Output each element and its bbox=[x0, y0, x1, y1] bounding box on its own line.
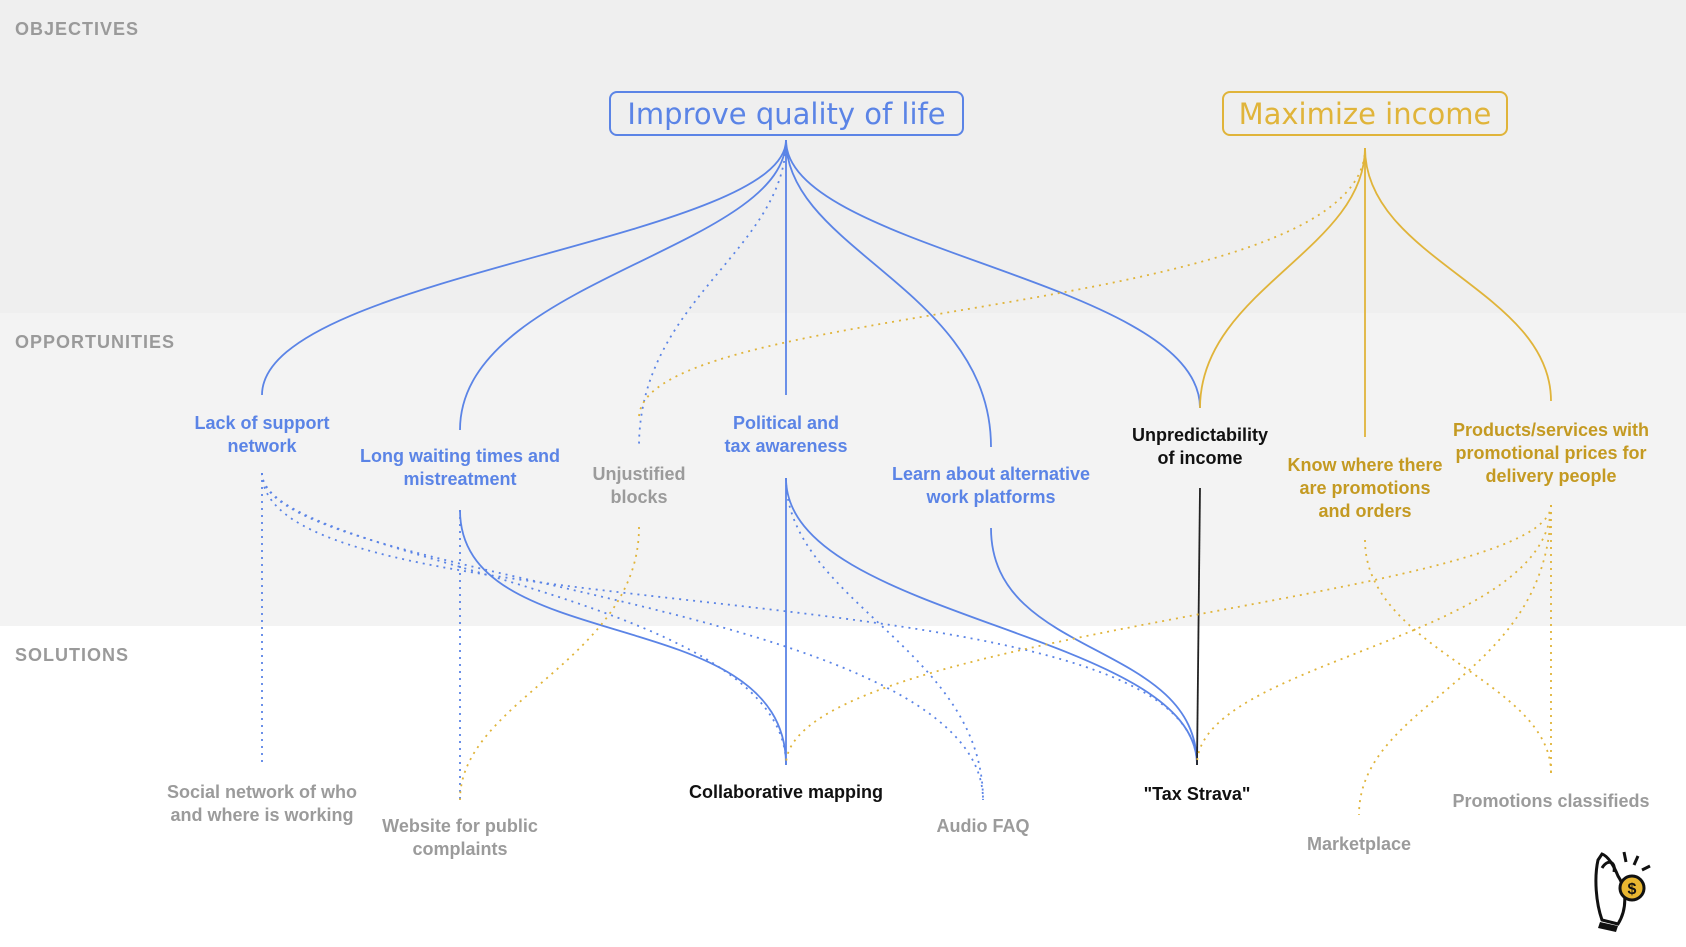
section-label-opportunities: OPPORTUNITIES bbox=[15, 332, 176, 352]
objective-improve-quality-of-life[interactable]: Improve quality of life bbox=[609, 91, 964, 136]
section-label-objectives: OBJECTIVES bbox=[15, 19, 140, 39]
link-waiting-mapping bbox=[459, 509, 787, 766]
section-label-solutions: SOLUTIONS bbox=[15, 645, 130, 665]
solutions-band bbox=[0, 626, 1686, 947]
quality-dotted-links bbox=[638, 139, 787, 448]
solution-audio-faq[interactable]: Audio FAQ bbox=[936, 816, 1030, 836]
opportunity-unjustified-blocks[interactable]: Unjustified blocks bbox=[592, 464, 686, 507]
link-quality-support bbox=[261, 139, 787, 396]
link-promotions-classifieds bbox=[1364, 539, 1552, 774]
solution-collaborative-mapping[interactable]: Collaborative mapping bbox=[688, 782, 884, 802]
quality-solution-dotted-links bbox=[261, 472, 1198, 801]
link-quality-blocks bbox=[638, 139, 787, 448]
opportunity-unpredictability-of-income[interactable]: Unpredictability of income bbox=[1131, 425, 1269, 468]
link-blocks-website bbox=[459, 526, 640, 801]
opportunities-band bbox=[0, 313, 1686, 626]
solution-marketplace[interactable]: Marketplace bbox=[1306, 834, 1412, 854]
link-support-mapping bbox=[261, 472, 787, 766]
link-income-products bbox=[1364, 147, 1552, 402]
active-solution-links bbox=[1196, 487, 1201, 766]
solution-social-network[interactable]: Social network of who and where is worki… bbox=[166, 782, 358, 825]
quality-links bbox=[261, 139, 1201, 448]
opportunity-long-waiting-times[interactable]: Long waiting times and mistreatment bbox=[359, 446, 561, 489]
objective-maximize-income[interactable]: Maximize income bbox=[1222, 91, 1508, 136]
link-political-audio bbox=[785, 477, 984, 801]
income-dotted-links bbox=[638, 147, 1366, 419]
quality-solution-links bbox=[459, 477, 1198, 766]
ok-hand-coin-icon: $ bbox=[1594, 851, 1651, 932]
income-links bbox=[1199, 147, 1552, 437]
link-products-mapping bbox=[785, 504, 1552, 766]
link-products-strava bbox=[1196, 504, 1552, 766]
solution-tax-strava[interactable]: "Tax Strava" bbox=[1143, 784, 1251, 804]
link-platforms-strava bbox=[990, 527, 1198, 766]
link-income-blocks bbox=[638, 147, 1366, 419]
opportunity-lack-of-support-network[interactable]: Lack of support network bbox=[194, 413, 330, 456]
link-support-strava bbox=[261, 472, 1198, 766]
svg-text:$: $ bbox=[1628, 881, 1637, 898]
link-quality-platforms bbox=[785, 139, 992, 448]
link-quality-waiting bbox=[459, 139, 787, 431]
link-political-strava bbox=[785, 477, 1198, 766]
opportunity-promotional-products[interactable]: Products/services with promotional price… bbox=[1452, 420, 1650, 486]
opportunity-political-tax-awareness[interactable]: Political and tax awareness bbox=[724, 413, 848, 456]
link-support-audio bbox=[261, 472, 984, 801]
income-solution-dotted-links bbox=[459, 504, 1552, 816]
opportunity-know-promotions-orders[interactable]: Know where there are promotions and orde… bbox=[1287, 455, 1443, 521]
solution-promotions-classifieds[interactable]: Promotions classifieds bbox=[1452, 791, 1650, 811]
link-products-marketplace bbox=[1358, 504, 1552, 816]
objectives-band bbox=[0, 0, 1686, 313]
link-income-unpredictability bbox=[1199, 147, 1366, 409]
solution-website-public-complaints[interactable]: Website for public complaints bbox=[382, 816, 538, 859]
link-quality-unpredictability bbox=[785, 139, 1201, 409]
opportunity-alternative-work-platforms[interactable]: Learn about alternative work platforms bbox=[891, 464, 1091, 507]
link-unpredictability-strava bbox=[1196, 487, 1201, 766]
